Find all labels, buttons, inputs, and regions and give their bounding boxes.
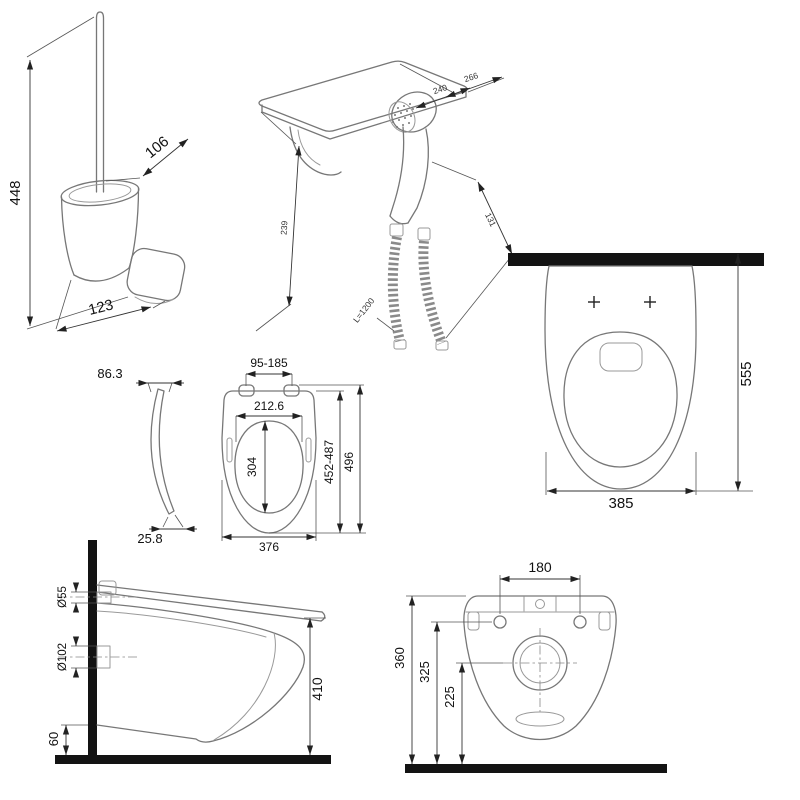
dim-inlet-diameter: Ø55 (57, 586, 69, 608)
view-bowl-top: 555 385 (508, 253, 764, 512)
dim-seat-width: 376 (259, 540, 279, 554)
bowl-front-contour (213, 632, 276, 741)
dim-inner-width: 212.6 (254, 399, 284, 413)
seat-lid-profile (150, 388, 175, 515)
dim-brush-height: 448 (7, 180, 24, 205)
dim-height-holes: 325 (417, 661, 432, 683)
floor-bar (55, 755, 331, 764)
seat-slot-right (305, 437, 312, 463)
bowl-front-outline (463, 595, 617, 741)
coiled-hose (387, 236, 449, 351)
shelf-top (258, 60, 468, 132)
hinge-tab-right (283, 384, 300, 397)
dim-length-adjust: 452-487 (322, 440, 336, 484)
dim-brush-base-depth: 123 (87, 296, 115, 319)
dim-inner-length: 304 (245, 457, 259, 477)
dim-shelf-b: 266 (463, 70, 480, 84)
base-foot (515, 711, 565, 727)
wall-bar (88, 540, 97, 764)
dim-bowl-width: 385 (608, 495, 633, 512)
dim-height-total: 360 (392, 647, 407, 669)
bowl-top-inner (563, 331, 678, 468)
dim-hole-spacing: 180 (528, 559, 552, 575)
side-bracket-left (467, 611, 480, 631)
wall-bracket (126, 247, 186, 304)
dim-hose-length: L=1200 (351, 296, 377, 325)
floor-bar-front (405, 764, 667, 773)
dim-outlet-diameter: Ø102 (57, 643, 69, 671)
bowl-rim-inner (96, 610, 267, 638)
dim-shelf-a: 240 (432, 82, 449, 96)
bowl-top-outline (544, 265, 697, 490)
seat-opening (234, 420, 304, 514)
view-seat-profile: 86.3 25.8 (97, 366, 197, 546)
flush-inlet (599, 342, 643, 372)
spray-handle (389, 126, 431, 241)
dim-bowl-depth: 555 (738, 361, 755, 386)
side-bracket-right (598, 611, 611, 631)
dim-bowl-height: 410 (309, 677, 325, 701)
brush-handle (95, 11, 105, 193)
view-seat-top: 95-185 212.6 304 376 452-487 496 (221, 356, 366, 554)
top-fixing-hole (535, 599, 545, 609)
bowl-side-outline (96, 602, 305, 743)
dim-lid-bottom: 25.8 (137, 531, 162, 546)
mount-hole-right (573, 615, 587, 629)
dim-drop-239: 239 (279, 220, 290, 235)
dim-lid-top: 86.3 (97, 366, 122, 381)
hinge-tab-left (238, 384, 255, 397)
paper-holder-flap (289, 126, 342, 176)
view-brush-holder: 448 106 123 (7, 11, 189, 332)
dim-length-total: 496 (342, 452, 356, 472)
dim-bottom-gap: 60 (46, 732, 61, 746)
dim-side-131: 131 (483, 211, 498, 228)
mount-cross-marks (588, 296, 656, 308)
dim-height-drain: 225 (442, 686, 457, 708)
seat-lid-side (96, 580, 326, 622)
brush-cup-rim (60, 179, 140, 207)
dim-brush-top-depth: 106 (142, 133, 172, 162)
seat-slot-left (226, 437, 233, 463)
mount-hole-left (493, 615, 507, 629)
view-bowl-side: Ø55 Ø102 410 60 (46, 540, 331, 764)
dim-hinge-spacing: 95-185 (250, 356, 288, 370)
water-inlet-pipe (96, 591, 112, 604)
view-hygienic-shower: 240 266 131 239 L=1200 (255, 60, 513, 351)
brush-cup-rim-inner (68, 183, 132, 203)
wall-section-bar (508, 253, 764, 266)
view-bowl-front: 180 360 325 225 (392, 559, 667, 773)
